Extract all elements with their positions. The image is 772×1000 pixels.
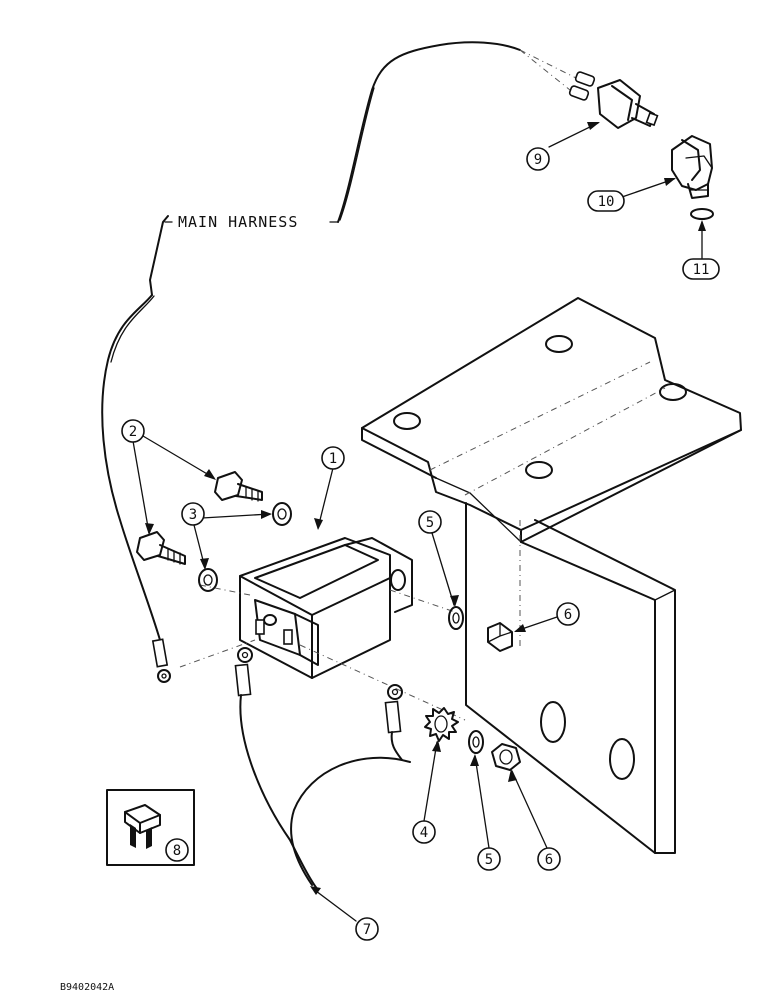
- callout-6-lower-label: 6: [545, 852, 553, 868]
- callout-4-label: 4: [420, 825, 428, 841]
- callout-7-label: 7: [363, 922, 371, 938]
- callout-8: 8: [165, 838, 189, 862]
- callout-10: 10: [587, 190, 625, 212]
- callout-11: 11: [682, 258, 720, 280]
- star-washer: [424, 707, 459, 742]
- nut-lower: [491, 743, 521, 771]
- callout-9: 9: [526, 147, 550, 171]
- callout-6-upper-label: 6: [564, 607, 572, 623]
- callout-2-label: 2: [129, 424, 137, 440]
- bracket-hole: [393, 412, 421, 430]
- main-harness-wire: [101, 215, 171, 683]
- fuse-inset-box: [106, 789, 195, 866]
- sensor-harness-wire: [337, 41, 591, 223]
- elbow-fitting: [671, 135, 713, 199]
- washer-lower: [198, 568, 218, 592]
- bracket-hole: [540, 701, 566, 743]
- callout-7: 7: [355, 917, 379, 941]
- callout-3: 3: [181, 502, 205, 526]
- callout-5-upper-label: 5: [426, 515, 434, 531]
- bracket-hole: [545, 335, 573, 353]
- fuse-icon: [124, 804, 161, 849]
- callout-1: 1: [321, 446, 345, 470]
- relay-terminal: [255, 619, 293, 645]
- figure-id: B9402042A: [60, 982, 114, 993]
- callout-6-lower: 6: [537, 847, 561, 871]
- leader-lines: [132, 122, 703, 922]
- pressure-switch: [568, 71, 659, 129]
- callout-9-label: 9: [534, 152, 542, 168]
- callout-8-label: 8: [173, 843, 181, 859]
- callout-5-upper: 5: [418, 510, 442, 534]
- bolt-upper: [214, 471, 263, 502]
- callout-5-lower: 5: [477, 847, 501, 871]
- bolt-lower: [136, 531, 186, 565]
- lock-washer-upper: [448, 606, 464, 630]
- bracket-hole: [525, 461, 553, 479]
- main-harness-label: MAIN HARNESS: [178, 213, 298, 231]
- ground-wire: [234, 647, 411, 891]
- bracket-hole: [609, 738, 635, 780]
- callout-3-label: 3: [189, 507, 197, 523]
- bracket-hole: [659, 383, 687, 401]
- o-ring: [690, 208, 714, 220]
- callout-1-label: 1: [329, 451, 337, 467]
- lock-washer-lower: [468, 730, 484, 754]
- arrowheads: [145, 122, 706, 895]
- nut-upper: [487, 622, 513, 652]
- callout-6-upper: 6: [556, 602, 580, 626]
- callout-2: 2: [121, 419, 145, 443]
- mounting-bracket: [361, 297, 742, 854]
- callout-5-lower-label: 5: [485, 852, 493, 868]
- callout-4: 4: [412, 820, 436, 844]
- callout-11-label: 11: [693, 262, 710, 278]
- washer-upper: [272, 502, 292, 526]
- relay-body: [179, 537, 466, 721]
- callout-10-label: 10: [598, 194, 615, 210]
